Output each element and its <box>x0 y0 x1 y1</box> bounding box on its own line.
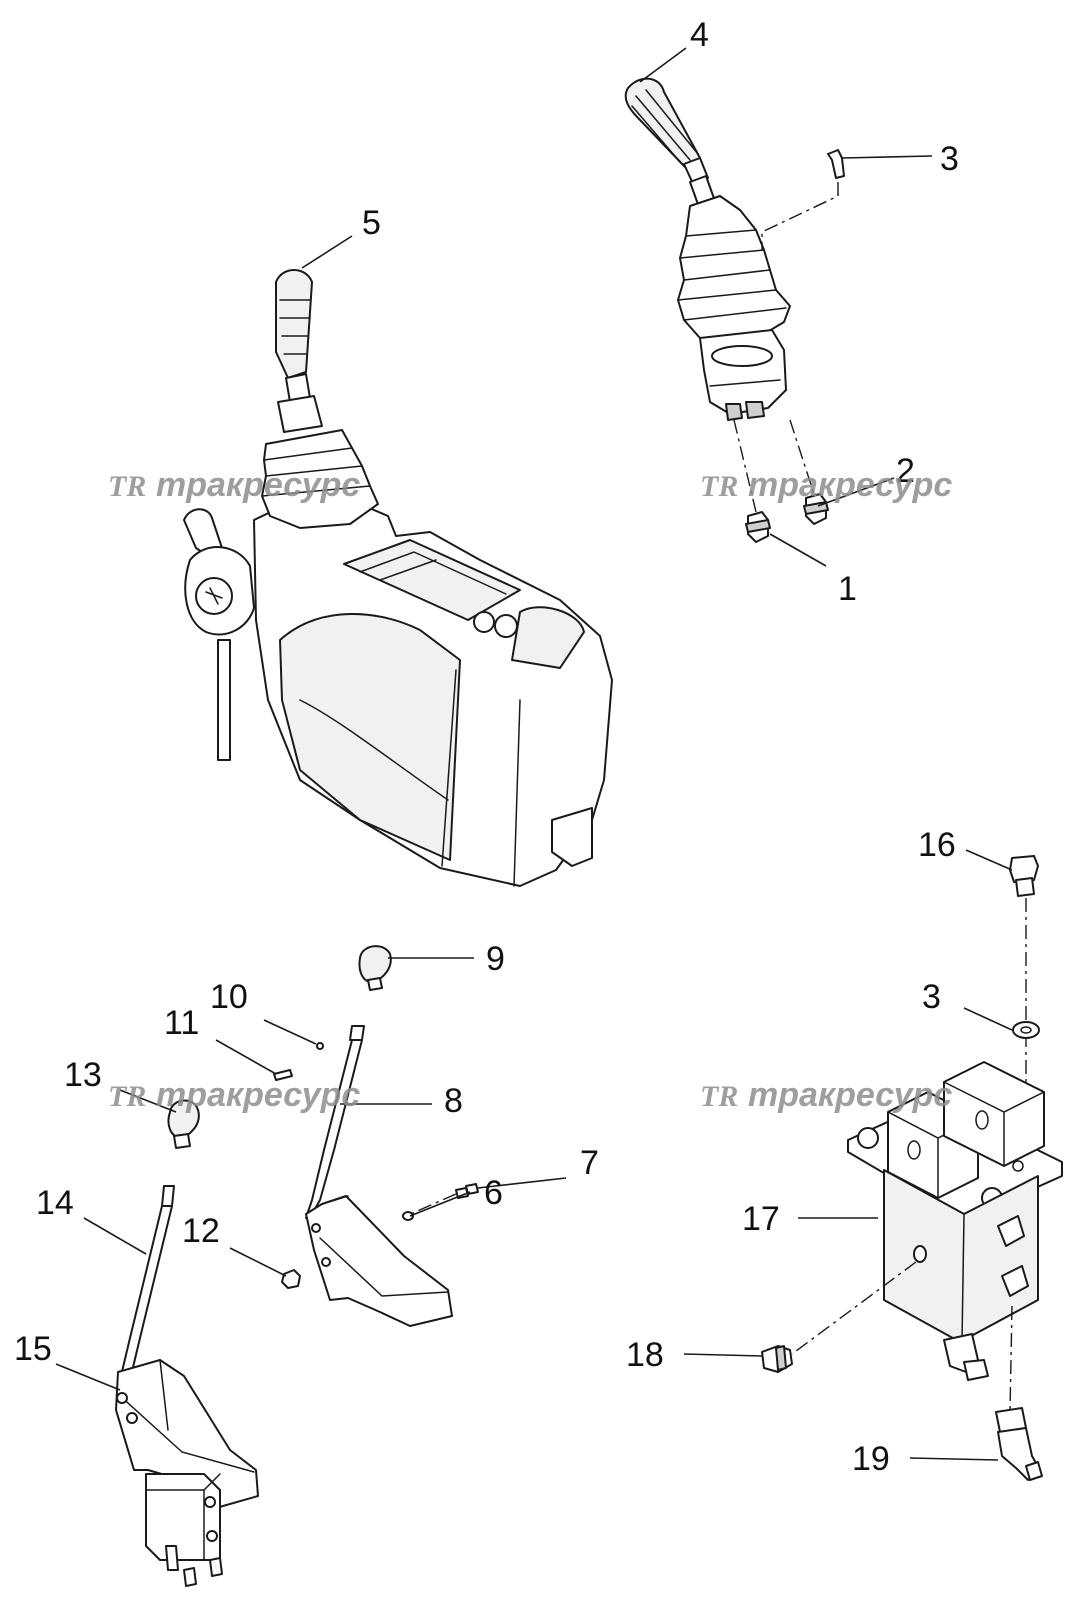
callout-11: 11 <box>164 1004 199 1042</box>
callout-1: 1 <box>838 570 857 608</box>
leader-14 <box>83 1217 147 1255</box>
part-11-screw <box>273 1069 293 1081</box>
leader-lines <box>55 47 1013 1461</box>
part-17-valve-block <box>847 1061 1063 1381</box>
leader-3a <box>841 155 933 159</box>
callout-12: 12 <box>182 1212 220 1250</box>
part-16-bolt <box>1009 855 1039 897</box>
callout-19: 19 <box>852 1440 890 1478</box>
watermark-1: TR тракресурс <box>108 466 360 504</box>
centerline-19 <box>1009 1305 1013 1413</box>
callout-17: 17 <box>742 1200 780 1238</box>
watermark-text: тракресурс <box>156 1076 360 1114</box>
callout-15: 15 <box>14 1330 52 1368</box>
callout-8: 8 <box>444 1082 463 1120</box>
part-13-knob <box>167 1099 200 1149</box>
centerline-2 <box>789 419 815 495</box>
part-9-knob <box>358 945 392 991</box>
leader-10 <box>263 1019 317 1045</box>
leader-4 <box>639 47 687 83</box>
watermark-logo: TR <box>700 1080 738 1113</box>
part-15-pedal-valve <box>115 1359 259 1587</box>
leader-16 <box>965 849 1013 871</box>
part-3-screw-top <box>827 149 845 179</box>
part-2-fitting <box>803 493 829 525</box>
watermark-4: TR тракресурс <box>700 1076 952 1114</box>
leader-3b <box>963 1007 1013 1031</box>
leader-2 <box>817 477 895 507</box>
part-12-nut <box>281 1269 301 1289</box>
watermark-text: тракресурс <box>156 466 360 504</box>
leader-11 <box>215 1039 277 1075</box>
callout-18: 18 <box>626 1336 664 1374</box>
watermark-text: тракресурс <box>748 466 952 504</box>
watermark-logo: TR <box>108 470 146 503</box>
part-1-fitting <box>745 511 771 543</box>
part-7-screw <box>455 1183 479 1199</box>
part-18-fitting <box>761 1345 793 1373</box>
callout-5: 5 <box>362 204 381 242</box>
centerline-7 <box>405 1193 457 1217</box>
callout-7: 7 <box>580 1144 599 1182</box>
leader-18 <box>683 1353 763 1357</box>
centerline-18 <box>791 1261 917 1355</box>
watermark-2: TR тракресурс <box>700 466 952 504</box>
callout-13: 13 <box>64 1056 102 1094</box>
callout-4: 4 <box>690 16 709 54</box>
part-19-elbow-fitting <box>995 1407 1043 1481</box>
part-5-console <box>183 269 613 887</box>
part-3-washer <box>1012 1021 1040 1039</box>
watermark-3: TR тракресурс <box>108 1076 360 1114</box>
leader-6 <box>409 1191 471 1217</box>
callout-10: 10 <box>210 978 248 1016</box>
leader-15 <box>55 1363 121 1391</box>
watermark-logo: TR <box>108 1080 146 1113</box>
watermark-logo: TR <box>700 470 738 503</box>
part-4-joystick <box>624 77 791 421</box>
callout-3-right: 3 <box>922 978 941 1016</box>
callout-2: 2 <box>896 452 915 490</box>
callout-labels: 1 2 3 4 5 6 7 8 9 10 11 12 13 14 15 16 3… <box>14 16 959 1478</box>
callout-14: 14 <box>36 1184 74 1222</box>
part-10-pin <box>316 1042 324 1050</box>
centerline-1 <box>733 419 757 513</box>
leader-5 <box>301 235 353 269</box>
part-8-lever-rod <box>305 1025 365 1219</box>
part-pedal-middle <box>305 1195 453 1327</box>
callout-6: 6 <box>484 1174 503 1212</box>
leader-12 <box>229 1247 287 1277</box>
centerline-3 <box>761 182 839 250</box>
watermark-text: тракресурс <box>748 1076 952 1114</box>
callout-9: 9 <box>486 940 505 978</box>
callout-3-top: 3 <box>940 140 959 178</box>
part-14-lever-rod <box>119 1185 175 1381</box>
leader-7 <box>477 1177 567 1189</box>
leader-19 <box>909 1457 999 1461</box>
part-6-washer <box>402 1211 414 1221</box>
leader-13 <box>119 1089 177 1113</box>
leader-1 <box>769 533 827 567</box>
callout-16: 16 <box>918 826 956 864</box>
